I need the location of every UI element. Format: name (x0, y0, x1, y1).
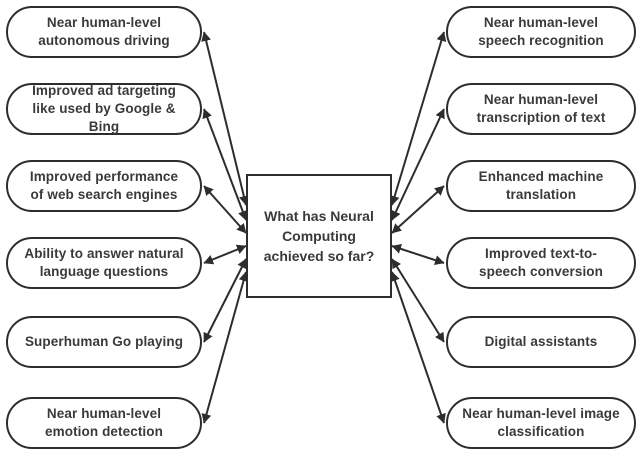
node-label: Near human-level transcription of text (476, 91, 606, 125)
node-autonomous-driving: Near human-level autonomous driving (6, 6, 202, 58)
node-web-search: Improved performance of web search engin… (6, 160, 202, 212)
connector-right-4 (391, 258, 445, 343)
node-digital-assistants: Digital assistants (446, 316, 636, 368)
node-text-to-speech: Improved text-to-speech conversion (446, 237, 636, 289)
node-label: Near human-level image classification (462, 405, 620, 439)
connector-left-1 (202, 108, 248, 221)
connector-right-0 (389, 31, 447, 206)
connector-right-2 (391, 185, 445, 234)
node-transcription: Near human-level transcription of text (446, 83, 636, 135)
node-machine-translation: Enhanced machine translation (446, 160, 636, 212)
connector-left-2 (203, 185, 247, 234)
node-label: Near human-level emotion detection (45, 405, 163, 439)
node-label: Improved ad targeting like used by Googl… (32, 82, 176, 135)
node-label: Near human-level autonomous driving (38, 14, 170, 48)
center-question-box: What has Neural Computing achieved so fa… (246, 174, 392, 298)
connector-right-3 (391, 244, 445, 265)
connector-right-1 (391, 108, 445, 221)
node-go-playing: Superhuman Go playing (6, 316, 202, 368)
node-natural-language-questions: Ability to answer natural language quest… (6, 237, 202, 289)
node-label: Enhanced machine translation (478, 168, 604, 202)
node-label: Near human-level speech recognition (478, 14, 604, 48)
node-ad-targeting: Improved ad targeting like used by Googl… (6, 83, 202, 135)
connector-left-5 (201, 271, 249, 424)
node-speech-recognition: Near human-level speech recognition (446, 6, 636, 58)
node-label: Superhuman Go playing (24, 333, 184, 349)
node-label: Digital assistants (484, 333, 598, 349)
node-label: Improved performance of web search engin… (29, 168, 179, 202)
node-label: Ability to answer natural language quest… (24, 245, 184, 279)
connector-left-0 (201, 31, 249, 206)
node-image-classification: Near human-level image classification (446, 397, 636, 449)
node-label: Improved text-to-speech conversion (479, 245, 603, 279)
connector-right-5 (390, 271, 446, 424)
node-emotion-detection: Near human-level emotion detection (6, 397, 202, 449)
connector-left-3 (203, 244, 247, 265)
connector-left-4 (203, 258, 247, 343)
center-question-label: What has Neural Computing achieved so fa… (263, 207, 375, 265)
